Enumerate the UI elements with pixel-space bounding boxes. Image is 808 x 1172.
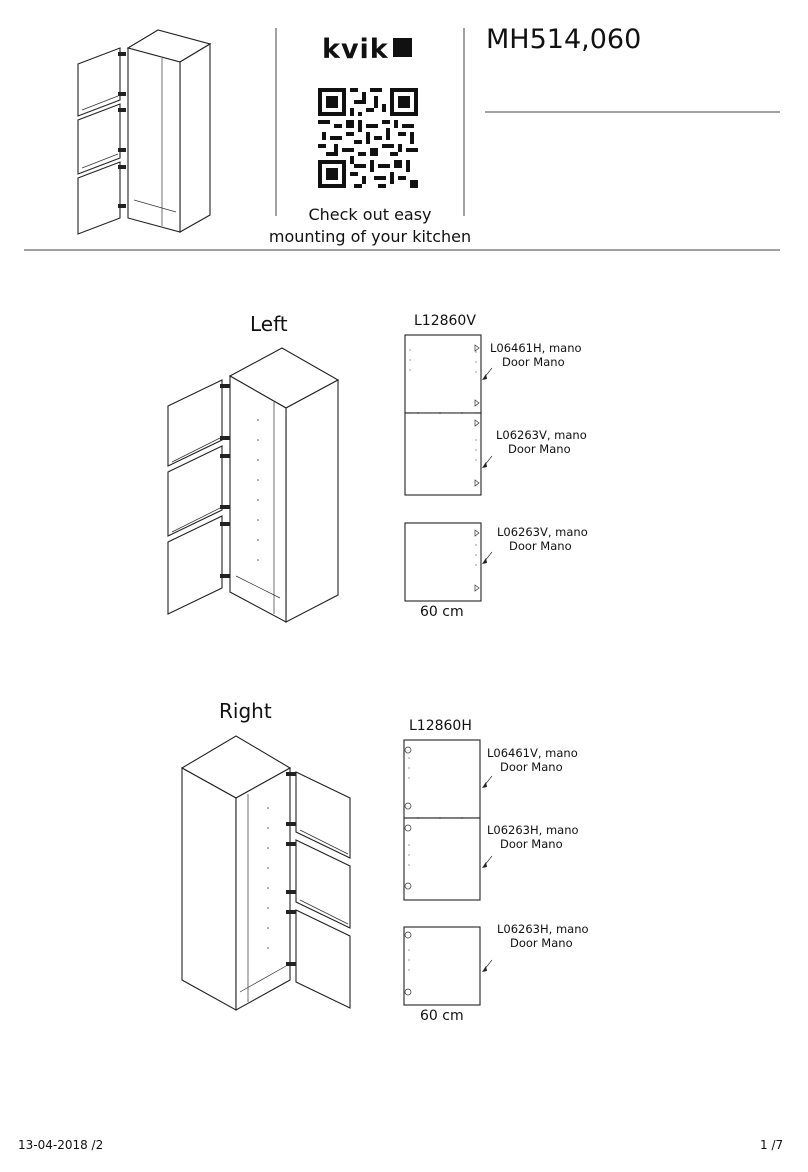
footer-date-ref: 13-04-2018 /2 [18, 1138, 104, 1152]
right-label-1-code: L06461V, mano [487, 746, 578, 760]
qr-caption-line2: mounting of your kitchen [268, 227, 472, 246]
left-label-3-sub: Door Mano [509, 539, 572, 553]
right-width-label: 60 cm [420, 1008, 464, 1024]
left-label-2-sub: Door Mano [508, 442, 571, 456]
cabinet-thumbnail-illustration [24, 28, 780, 251]
left-assembly-code: L12860V [414, 313, 476, 329]
left-section-title: Left [250, 312, 288, 336]
left-door-fronts [404, 334, 493, 602]
brand-square-icon [393, 38, 412, 57]
right-door-fronts [403, 739, 493, 1006]
left-label-1-code: L06461H, mano [490, 341, 582, 355]
right-label-2-code: L06263H, mano [487, 823, 579, 837]
right-label-1-sub: Door Mano [500, 760, 563, 774]
right-label-3-sub: Door Mano [510, 936, 573, 950]
right-label-3-code: L06263H, mano [497, 922, 589, 936]
brand-name: kvik [322, 34, 389, 65]
brand-logo: kvik [322, 34, 389, 65]
model-code: MH514,060 [486, 24, 642, 55]
left-cabinet-illustration [167, 347, 340, 623]
left-label-3-code: L06263V, mano [497, 525, 588, 539]
qr-caption-line1: Check out easy [308, 205, 432, 224]
right-assembly-code: L12860H [409, 718, 472, 734]
footer-page-number: 1 /7 [760, 1138, 784, 1152]
left-width-label: 60 cm [420, 604, 464, 620]
left-label-1-sub: Door Mano [502, 355, 565, 369]
right-section-title: Right [219, 699, 272, 723]
left-label-2-code: L06263V, mano [496, 428, 587, 442]
right-label-2-sub: Door Mano [500, 837, 563, 851]
qr-code-icon [318, 88, 418, 188]
right-cabinet-illustration [180, 735, 351, 1011]
